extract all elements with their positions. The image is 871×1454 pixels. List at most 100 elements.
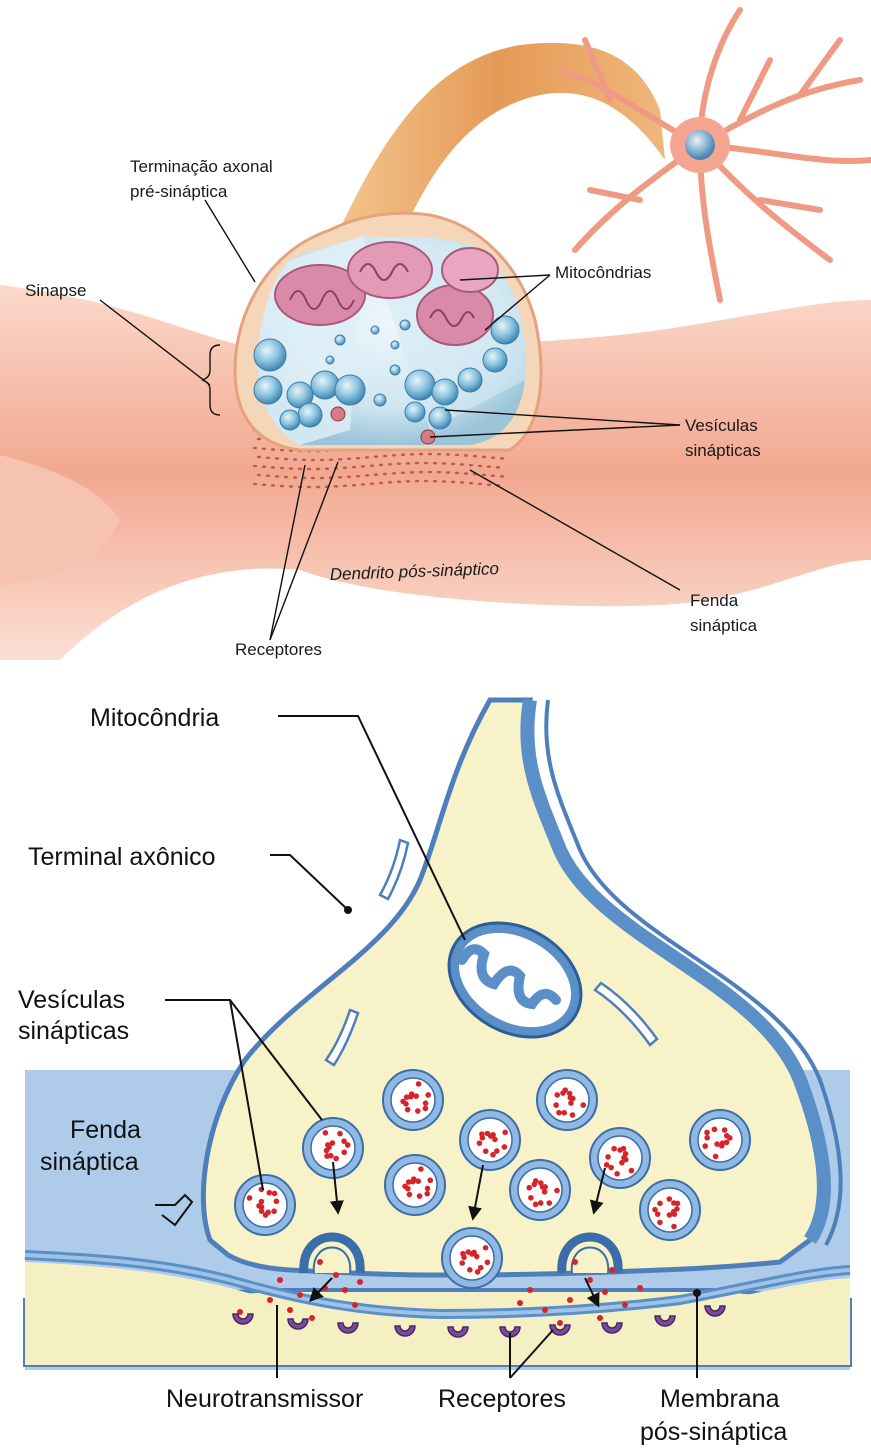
receptor-dot (460, 463, 464, 466)
receptor-dot (347, 457, 351, 460)
label-sinapse: Sinapse (25, 281, 86, 300)
receptor-dot (388, 481, 392, 484)
vesicle-sphere (405, 370, 435, 400)
receptor-dot (266, 456, 270, 459)
receptor-dot (455, 472, 459, 475)
receptor-dot (338, 458, 342, 461)
receptor-dot (275, 475, 279, 478)
receptor-dot (397, 462, 401, 465)
receptor-dot (316, 486, 320, 489)
vesicle-sphere (483, 348, 507, 372)
receptor-dot (383, 473, 387, 476)
receptor-dot (374, 473, 378, 476)
receptor-dot (365, 474, 369, 477)
receptor-dot (289, 467, 293, 470)
receptor-dot (392, 454, 396, 457)
synaptic-vesicle (442, 1228, 502, 1288)
neurotransmitter-molecule (309, 1315, 315, 1321)
receptor-dot (424, 462, 428, 465)
receptor-dot (442, 462, 446, 465)
receptor-dot (352, 484, 356, 487)
receptor-dot (469, 482, 473, 485)
label-neurotransmissor: Neurotransmissor (166, 1385, 363, 1413)
synaptic-vesicle (460, 1110, 520, 1170)
neurotransmitter-molecule (602, 1289, 608, 1295)
receptor-dot (433, 462, 437, 465)
receptor-dot (487, 483, 491, 486)
receptor-dot (262, 465, 266, 468)
receptor-dot (352, 466, 356, 469)
receptor-dot (257, 456, 261, 459)
neurotransmitter-molecule (557, 1320, 563, 1326)
receptor-dot (446, 453, 450, 456)
receptor-dot (415, 480, 419, 483)
label-terminacao-axonal: Terminação axonal (130, 157, 273, 176)
receptor-dot (478, 465, 482, 468)
label-mitocondrias: Mitocôndrias (555, 263, 651, 282)
receptor-dot (401, 453, 405, 456)
receptor-dot (419, 471, 423, 474)
receptor-dot (370, 482, 374, 485)
receptor-dot (262, 483, 266, 486)
receptor-dot (370, 464, 374, 467)
vesicle-sphere (254, 376, 282, 404)
vesicle-sphere (311, 371, 339, 399)
receptor-dot (437, 453, 441, 456)
neurotransmitter-molecule (277, 1277, 283, 1283)
vesicle-sphere (298, 403, 322, 427)
label-terminal-axonico: Terminal axônico (28, 843, 216, 871)
receptor-dot (383, 455, 387, 458)
vesicle-sphere (326, 356, 334, 364)
receptor-dot (343, 484, 347, 487)
neurotransmitter-molecule (567, 1297, 573, 1303)
receptor-dot (253, 465, 257, 468)
receptor-dot (334, 485, 338, 488)
receptor-dot (379, 464, 383, 467)
receptor-dot (356, 457, 360, 460)
receptor-dot (271, 484, 275, 487)
receptor-dot (392, 472, 396, 475)
receptor-dot (284, 476, 288, 479)
receptor-dot (455, 454, 459, 457)
receptor-dot (347, 475, 351, 478)
receptor-dot (316, 468, 320, 471)
receptor-dot (406, 462, 410, 465)
neurotransmitter-molecule (357, 1279, 363, 1285)
label-sinaptica-bottom: sináptica (40, 1148, 139, 1176)
synaptic-vesicle (510, 1160, 570, 1220)
label-pre-sinaptica: pré-sináptica (130, 182, 228, 201)
label-pos-sinaptica: pós-sináptica (640, 1418, 787, 1446)
receptor-dot (451, 481, 455, 484)
receptor-dot (500, 457, 504, 460)
vesicle-sphere (458, 368, 482, 392)
synaptic-vesicle (235, 1175, 295, 1235)
receptor-dot (469, 464, 473, 467)
receptor-dot (491, 474, 495, 477)
receptor-dot (343, 466, 347, 469)
neurotransmitter-molecule (609, 1267, 615, 1273)
receptor-dot (280, 485, 284, 488)
receptor-dot (464, 472, 468, 475)
vesicle-sphere (374, 394, 386, 406)
receptor-dot (437, 471, 441, 474)
receptor-dot (464, 454, 468, 457)
bottom-panel: Mitocôndria Terminal axônico Vesículas s… (18, 700, 850, 1446)
receptor-dot (388, 463, 392, 466)
synaptic-vesicle (537, 1070, 597, 1130)
label-fenda-top: Fenda (690, 591, 739, 610)
label-sinaptica-top: sináptica (690, 616, 758, 635)
receptor-dot (379, 482, 383, 485)
label-receptores-top: Receptores (235, 640, 322, 659)
receptor-dot (361, 465, 365, 468)
neurotransmitter-molecule (527, 1287, 533, 1293)
neurotransmitter-molecule (342, 1287, 348, 1293)
receptor-dot (275, 457, 279, 460)
receptor-dot (482, 456, 486, 459)
receptor-dot (271, 466, 275, 469)
label-mitocondria: Mitocôndria (90, 704, 219, 732)
neurotransmitter-molecule (622, 1302, 628, 1308)
receptor-dot (302, 459, 306, 462)
receptor-dot (266, 474, 270, 477)
neurotransmitter-molecule (542, 1307, 548, 1313)
receptor-dot (298, 468, 302, 471)
